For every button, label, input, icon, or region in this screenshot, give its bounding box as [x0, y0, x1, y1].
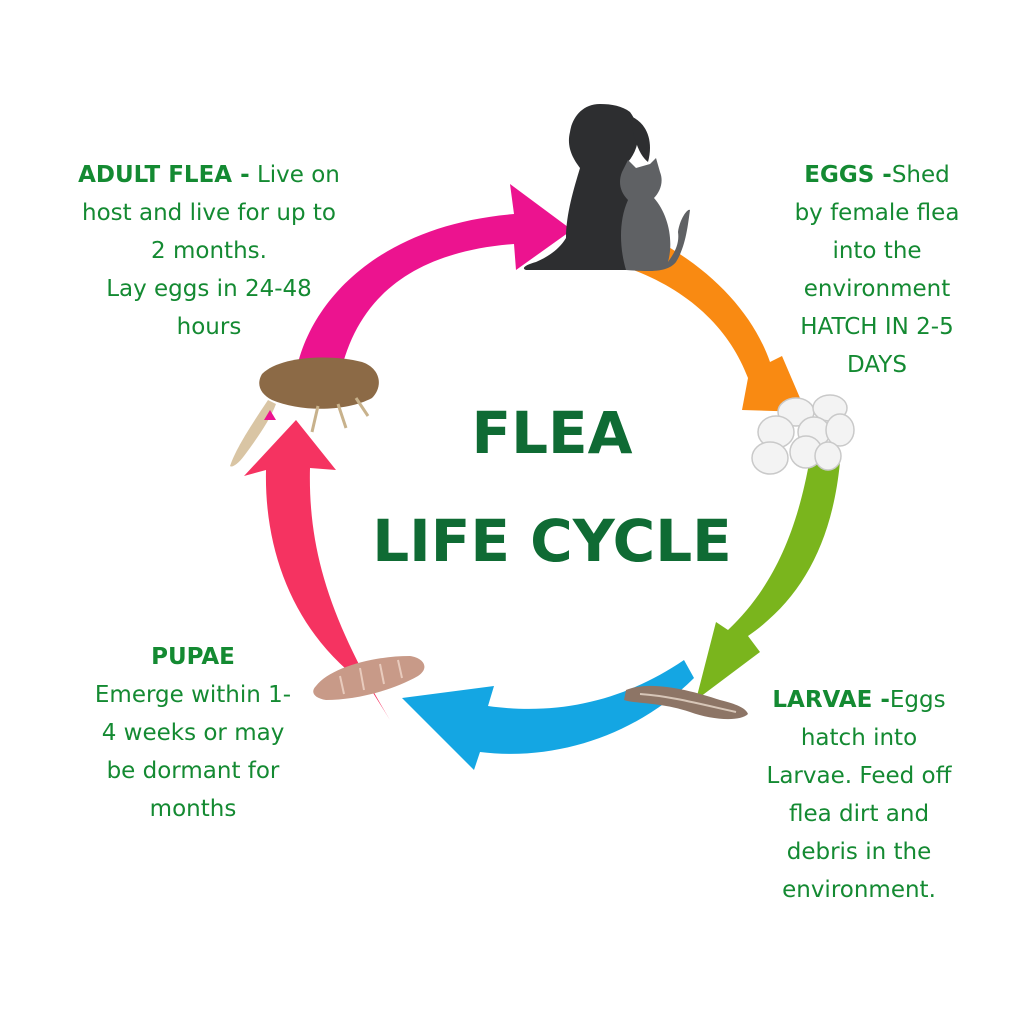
dog-ear [630, 116, 650, 162]
stage-larvae: LARVAE -Eggs hatch into Larvae. Feed off… [734, 681, 984, 909]
stage-adult-flea: ADULT FLEA - Live on host and live for u… [44, 156, 374, 346]
dog-silhouette [523, 104, 643, 270]
stage-first-line: ADULT FLEA - Live on [44, 156, 374, 194]
stage-label: ADULT FLEA - [78, 162, 250, 188]
arrow-eggs-to-larvae [696, 458, 840, 700]
title-line-1: FLEA [471, 399, 633, 467]
stage-text: environment [803, 276, 951, 302]
stage-text: Live on [249, 162, 340, 188]
stage-text: Emerge within 1- [94, 682, 292, 708]
title-line-2: LIFE CYCLE [372, 507, 732, 575]
stage-text: Shed [891, 162, 950, 188]
stage-eggs: EGGS -Shed by female flea into the envir… [752, 156, 1002, 384]
stage-text: 2 months. [151, 238, 267, 264]
stage-text: environment. [782, 877, 936, 903]
eggs-illustration [751, 394, 855, 475]
arrow-host-to-eggs [628, 232, 806, 412]
stage-text: months [149, 796, 237, 822]
adult-flea-illustration [230, 357, 379, 467]
stage-label: EGGS - [804, 162, 892, 188]
stage-text: debris in the [786, 839, 932, 865]
stage-text: 4 weeks or may [101, 720, 285, 746]
stage-text: hatch into [800, 725, 918, 751]
stage-text: by female flea [794, 200, 960, 226]
stage-label: PUPAE [151, 644, 235, 670]
stage-first-line: EGGS -Shed [752, 156, 1002, 194]
stage-text: be dormant for [106, 758, 280, 784]
pupa-illustration [313, 656, 425, 700]
arrow-adult-to-host [296, 184, 572, 392]
stage-first-line: LARVAE -Eggs [734, 681, 984, 719]
stage-pupae: PUPAE Emerge within 1- 4 weeks or may be… [58, 638, 328, 828]
stage-text: Eggs [889, 687, 946, 713]
stage-text: DAYS [847, 352, 907, 378]
larva-illustration [624, 685, 748, 720]
host-dog-cat-illustration [523, 104, 690, 272]
stage-text: host and live for up to [82, 200, 336, 226]
stage-text: Lay eggs in 24-48 [106, 276, 312, 302]
stage-text: hours [176, 314, 242, 340]
arrow-pupae-to-adult [244, 420, 390, 720]
stage-text: HATCH IN 2-5 [800, 314, 954, 340]
stage-text: into the [832, 238, 922, 264]
stage-text: Larvae. Feed off [766, 763, 952, 789]
cat-silhouette [620, 158, 690, 272]
stage-label: LARVAE - [772, 687, 890, 713]
stage-text: flea dirt and [788, 801, 930, 827]
arrow-larvae-to-pupae [402, 660, 694, 770]
